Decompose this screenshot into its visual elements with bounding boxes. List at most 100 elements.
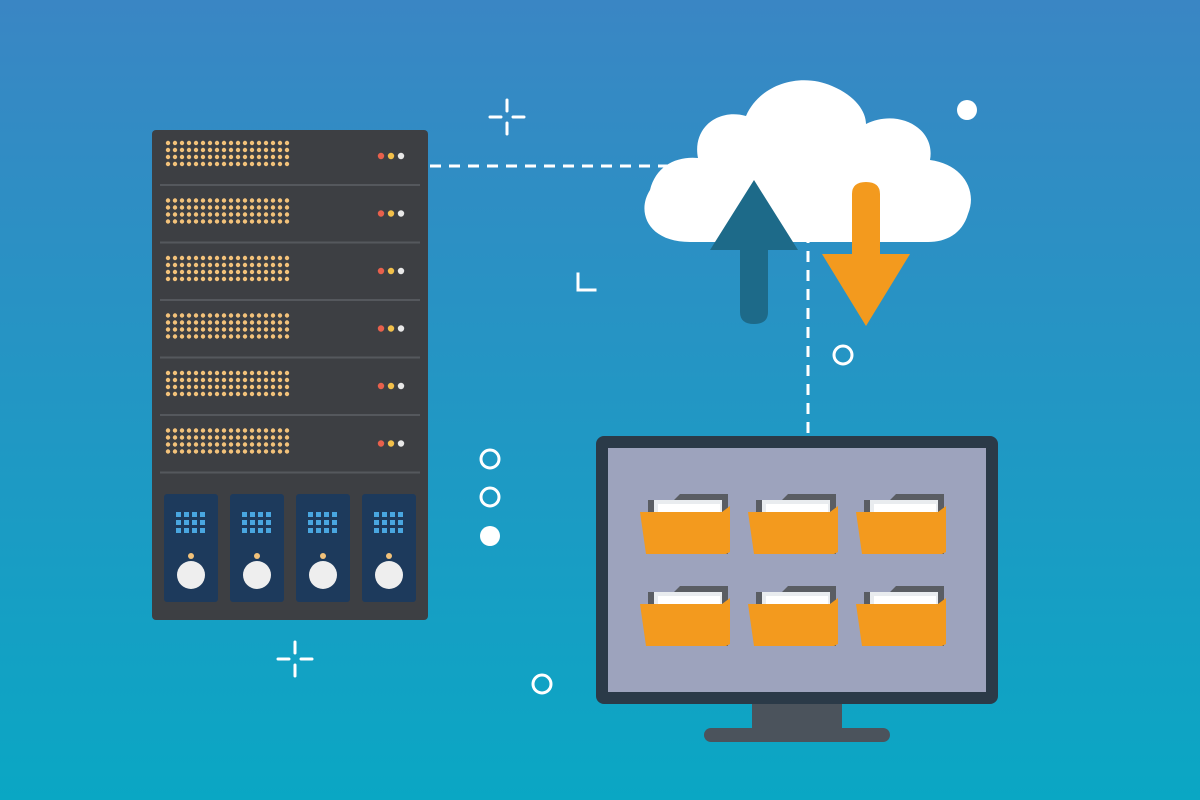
server-led-dot	[270, 161, 276, 167]
server-led-dot	[207, 327, 213, 332]
server-led-dot	[207, 140, 213, 146]
server-led-dot	[165, 205, 171, 210]
server-led-dot	[249, 377, 255, 383]
server-led-dot	[207, 384, 213, 390]
server-led-dot	[207, 269, 213, 275]
drive-indicator-dot	[374, 512, 379, 517]
server-led-dot	[228, 219, 234, 224]
drive-indicator-dot	[184, 512, 189, 517]
status-light-red	[377, 325, 385, 332]
drive-status-light	[320, 553, 326, 559]
server-led-dot	[193, 313, 199, 318]
server-led-dot	[207, 205, 213, 210]
server-led-dot	[242, 320, 248, 325]
status-light-white	[397, 267, 405, 275]
server-led-dot	[249, 370, 255, 376]
server-led-dot	[277, 198, 283, 203]
server-led-dot	[284, 327, 290, 332]
server-led-dot	[165, 428, 171, 433]
ring-icon	[479, 448, 501, 470]
server-led-dot	[200, 219, 206, 224]
server-led-dot	[179, 384, 185, 390]
server-led-dot	[172, 442, 178, 447]
drive-indicator-dot	[382, 512, 387, 517]
sparkle-icon	[488, 98, 526, 136]
server-led-dot	[193, 205, 199, 210]
drive-indicator-dot	[390, 520, 395, 525]
server-led-dot	[221, 198, 227, 203]
server-led-dot	[186, 449, 192, 454]
server-led-dot	[221, 334, 227, 339]
server-led-dot	[235, 219, 241, 224]
server-led-dot	[256, 320, 262, 325]
server-led-dot	[179, 198, 185, 203]
server-led-dot	[186, 320, 192, 325]
server-led-dot	[249, 147, 255, 153]
server-unit	[160, 313, 420, 359]
server-led-dot	[186, 161, 192, 167]
drive-indicator-dot	[200, 528, 205, 533]
server-led-dot	[242, 154, 248, 160]
server-led-dot	[270, 269, 276, 275]
server-led-dot	[249, 255, 255, 261]
server-led-dot	[284, 370, 290, 376]
server-led-dot	[186, 313, 192, 318]
server-led-dot	[235, 212, 241, 217]
server-led-dot	[242, 140, 248, 146]
drive-indicator-dot	[176, 512, 181, 517]
server-led-dot	[193, 428, 199, 433]
server-led-dot	[186, 198, 192, 203]
server-led-dot	[214, 161, 220, 167]
server-led-dot	[207, 320, 213, 325]
server-led-dot	[186, 391, 192, 397]
drive-indicator-dot	[242, 528, 247, 533]
server-led-dot	[221, 262, 227, 268]
drive-indicator-dot	[242, 512, 247, 517]
drive-indicator-dot	[200, 520, 205, 525]
server-led-dot	[165, 255, 171, 261]
server-led-dot	[200, 140, 206, 146]
folder-front	[856, 598, 946, 646]
drive-status-light	[188, 553, 194, 559]
status-light-red	[377, 382, 385, 390]
folder-front	[748, 506, 838, 554]
drive-indicator-dot	[192, 528, 197, 533]
server-led-dot	[172, 320, 178, 325]
server-led-dot	[179, 428, 185, 433]
server-led-dot	[242, 269, 248, 275]
drive-indicator-dot	[192, 520, 197, 525]
server-led-dot	[221, 313, 227, 318]
server-led-dot	[242, 370, 248, 376]
server-led-dot	[235, 255, 241, 261]
server-led-dot	[221, 276, 227, 282]
server-led-dot	[263, 198, 269, 203]
server-led-dot	[179, 370, 185, 376]
server-led-dot	[193, 327, 199, 332]
server-led-dot	[263, 313, 269, 318]
server-led-dot	[277, 391, 283, 397]
folder-icon	[640, 494, 730, 554]
server-led-dot	[228, 428, 234, 433]
server-led-dot	[235, 334, 241, 339]
server-led-dot	[179, 140, 185, 146]
server-led-dot	[200, 255, 206, 261]
server-led-dot	[221, 269, 227, 275]
server-led-dot	[263, 442, 269, 447]
drive-indicator-dot	[250, 512, 255, 517]
server-led-dot	[172, 449, 178, 454]
server-led-dot	[228, 198, 234, 203]
server-led-dot	[214, 154, 220, 160]
corner-bracket-icon	[576, 272, 597, 292]
server-led-dot	[214, 276, 220, 282]
server-led-dot	[270, 219, 276, 224]
server-led-dot	[172, 205, 178, 210]
drive-indicator-dot	[250, 520, 255, 525]
server-led-dot	[186, 269, 192, 275]
folder-icon	[748, 494, 838, 554]
server-led-dot	[249, 384, 255, 390]
server-led-dot	[256, 262, 262, 268]
monitor-base	[704, 728, 890, 742]
drive-indicator-dot	[266, 528, 271, 533]
server-led-dot	[186, 212, 192, 217]
drive-status-light	[386, 553, 392, 559]
